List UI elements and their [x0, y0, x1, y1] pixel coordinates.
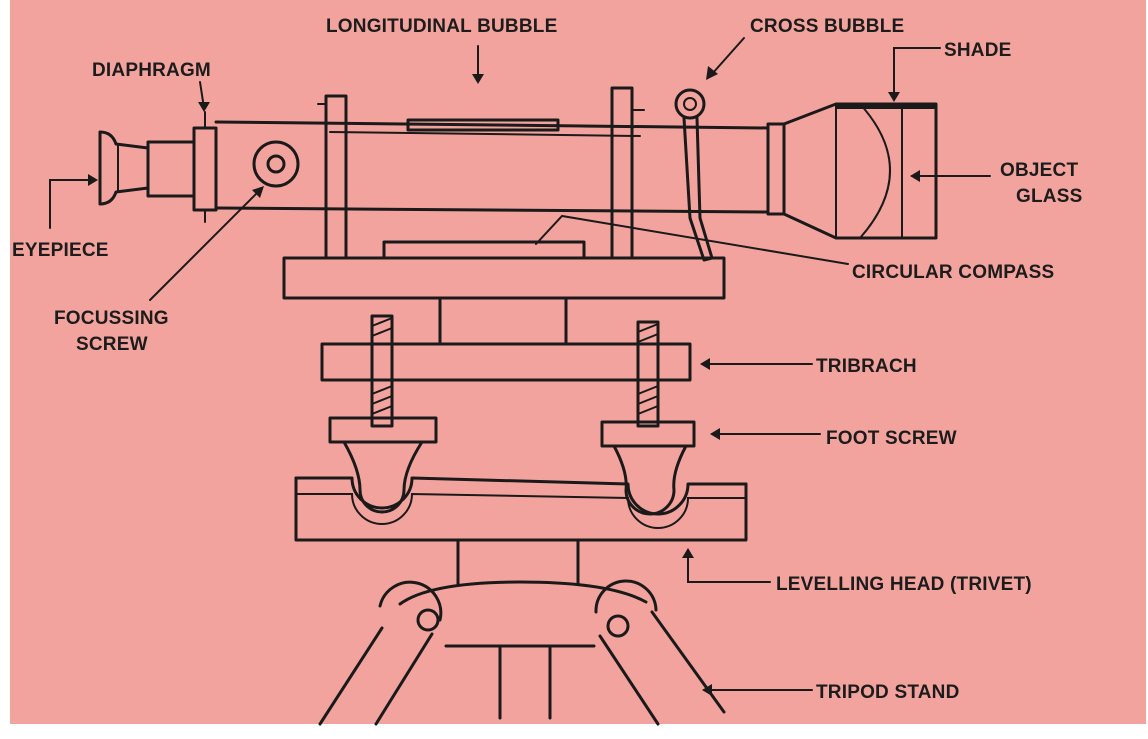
label-focussing-screw-line2: SCREW: [76, 334, 148, 355]
label-tribrach: TRIBRACH: [816, 356, 917, 377]
foot-screw-left: [328, 314, 438, 514]
tribrach-plate: [320, 342, 692, 382]
label-circular-compass: CIRCULAR COMPASS: [852, 262, 1054, 283]
foot-screw-right: [600, 320, 696, 516]
label-object-glass-line2: GLASS: [1016, 186, 1082, 207]
telescope-base-plate: [282, 256, 726, 300]
labels: LONGITUDINAL BUBBLE CROSS BUBBLE DIAPHRA…: [12, 16, 1082, 703]
focussing-screw: [252, 140, 300, 188]
longitudinal-bubble-tube: [406, 118, 560, 132]
label-levelling-head: LEVELLING HEAD (TRIVET): [776, 574, 1032, 595]
label-shade: SHADE: [944, 40, 1012, 61]
label-object-glass-line1: OBJECT: [1000, 160, 1078, 181]
label-cross-bubble: CROSS BUBBLE: [750, 16, 904, 37]
label-longitudinal-bubble: LONGITUDINAL BUBBLE: [326, 16, 557, 37]
label-tripod-stand: TRIPOD STAND: [816, 682, 960, 703]
label-diaphragm: DIAPHRAGM: [92, 60, 211, 81]
label-eyepiece: EYEPIECE: [12, 240, 109, 261]
label-focussing-screw-line1: FOCUSSING: [54, 308, 169, 329]
vertical-spindle: [438, 296, 568, 346]
diagram-background: [10, 0, 1146, 724]
label-foot-screw: FOOT SCREW: [826, 428, 957, 449]
telescope-tube: [214, 120, 770, 214]
levelling-head: [294, 476, 748, 586]
leader-lines: [49, 37, 991, 696]
object-glass-end: [766, 102, 938, 240]
